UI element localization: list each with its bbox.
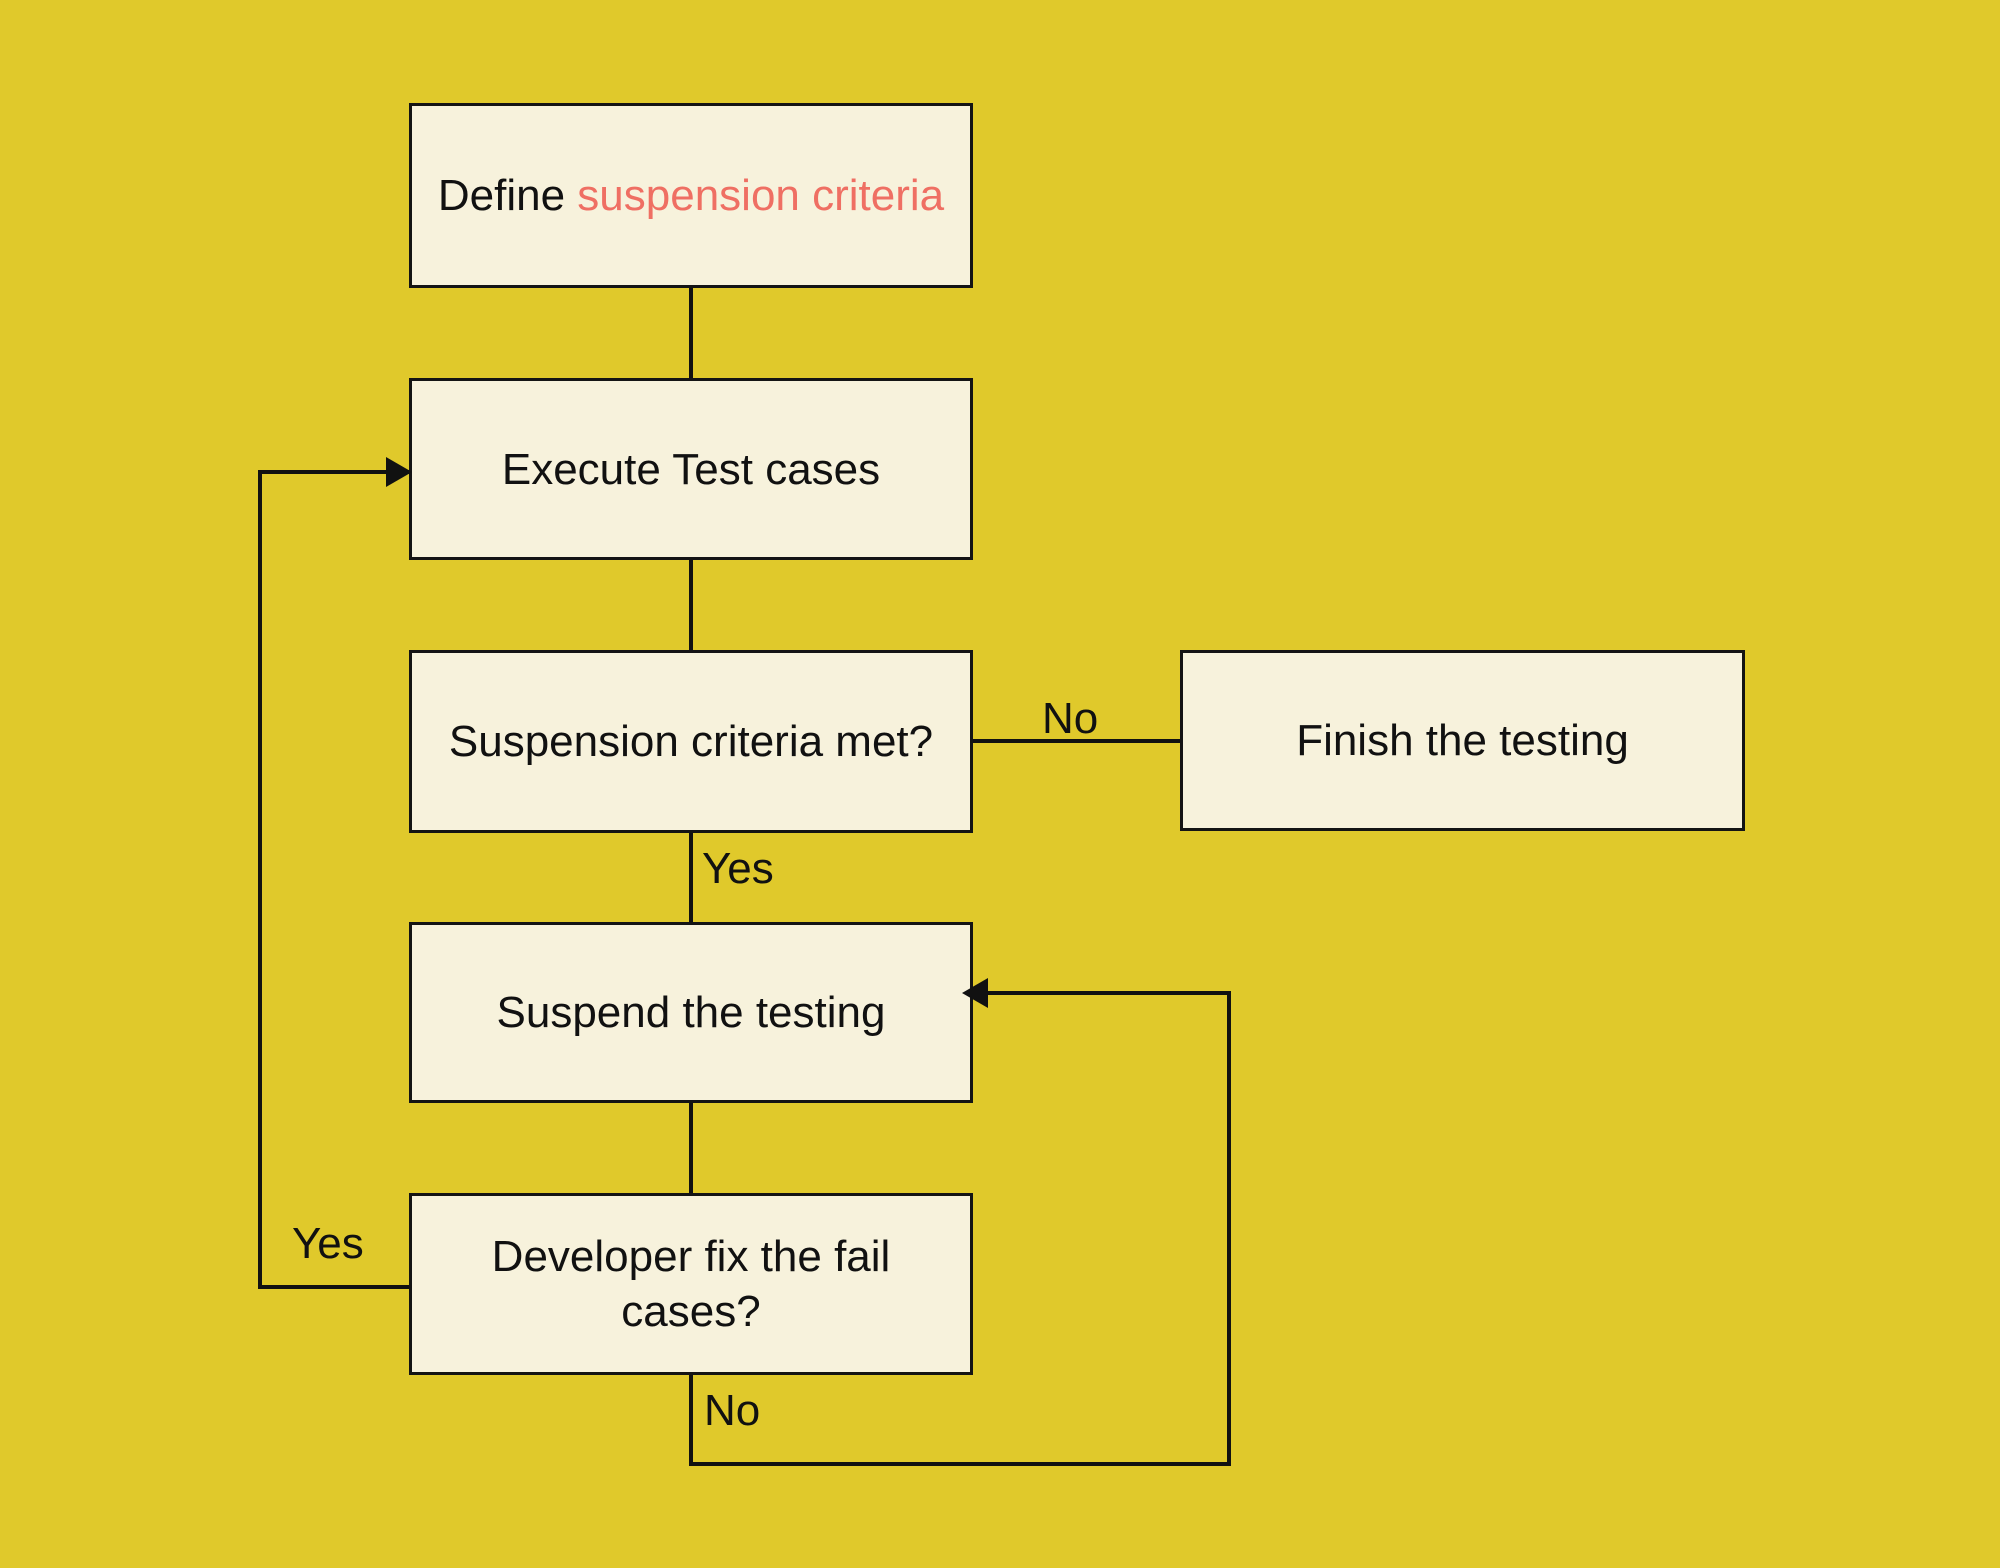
edge-developer-yes-bottom-segment [258, 1285, 411, 1289]
node-developer-fix-the-fail-cases[interactable]: Developer fix the fail cases? [409, 1193, 973, 1375]
define-prefix-text: Define [437, 171, 578, 220]
node-suspension-criteria-met-label: Suspension criteria met? [448, 717, 934, 766]
edge-developer-no-bottom-segment [689, 1462, 1231, 1466]
edge-decision-no-to-finish [973, 739, 1182, 743]
edge-developer-yes-top-segment [258, 470, 410, 474]
node-finish-the-testing[interactable]: Finish the testing [1180, 650, 1745, 831]
node-define-suspension-criteria-label: Define suspension criteria [438, 168, 944, 223]
arrowhead-into-execute-test-cases [386, 457, 412, 487]
node-define-suspension-criteria[interactable]: Define suspension criteria [409, 103, 973, 288]
edge-define-to-execute [689, 288, 693, 380]
edge-label-no-developer: No [704, 1386, 761, 1435]
edge-suspend-to-developer [689, 1103, 693, 1195]
node-finish-the-testing-label: Finish the testing [1296, 716, 1629, 765]
node-execute-test-cases-label: Execute Test cases [501, 444, 881, 494]
edge-developer-yes-vertical-segment [258, 470, 262, 1289]
edge-execute-to-decision [689, 560, 693, 652]
node-suspend-the-testing[interactable]: Suspend the testing [409, 922, 973, 1103]
node-suspend-the-testing-label: Suspend the testing [496, 988, 886, 1037]
edge-developer-no-right-vertical-segment [1227, 991, 1231, 1466]
edge-label-yes-suspend: Yes [702, 844, 774, 893]
edge-developer-no-down-segment [689, 1375, 693, 1466]
arrowhead-into-suspend-the-testing [962, 978, 988, 1008]
edge-decision-yes-to-suspend [689, 833, 693, 924]
define-accent-text: suspension criteria [577, 171, 945, 220]
node-developer-fix-the-fail-cases-label: Developer fix the fail cases? [491, 1232, 891, 1336]
node-execute-test-cases[interactable]: Execute Test cases [409, 378, 973, 560]
edge-label-no-finish: No [1042, 694, 1099, 743]
node-suspension-criteria-met[interactable]: Suspension criteria met? [409, 650, 973, 833]
edge-developer-no-top-segment [988, 991, 1231, 995]
edge-label-yes-developer: Yes [292, 1219, 364, 1268]
